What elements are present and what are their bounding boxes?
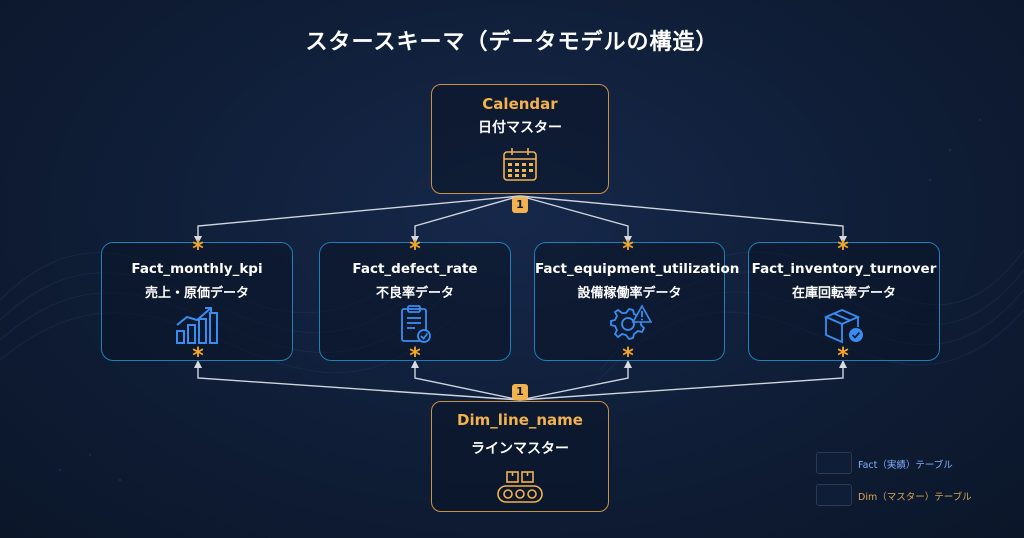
link-calendar-fact3 (519, 195, 632, 244)
fact-monthly-kpi-box: Fact_monthly_kpi 売上・原価データ (101, 242, 293, 361)
gear-alert-icon (609, 304, 652, 341)
fact-name: Fact_inventory_turnover (751, 261, 937, 277)
fact-name: Fact_monthly_kpi (131, 261, 263, 277)
fact-equipment-utilization-box: Fact_equipment_utilization 設備稼働率データ (534, 242, 740, 361)
legend-fact-swatch (816, 452, 852, 474)
link-line-fact2 (411, 360, 521, 401)
link-calendar-fact4 (519, 195, 847, 244)
fact-name: Fact_equipment_utilization (535, 261, 740, 277)
line-one-badge: 1 (512, 384, 528, 400)
calendar-name: Calendar (482, 95, 558, 113)
calendar-one-badge: 1 (512, 197, 528, 213)
fact-label: 売上・原価データ (144, 286, 249, 301)
fact-inventory-turnover-box: Fact_inventory_turnover 在庫回転率データ (748, 242, 940, 361)
line-label: ラインマスター (471, 441, 569, 457)
legend-fact-label: Fact（実績）テーブル (858, 460, 953, 471)
many-marker: * (622, 237, 634, 262)
calendar-icon (503, 148, 537, 181)
legend-dim-label: Dim（マスター）テーブル (858, 492, 972, 503)
calendar-label: 日付マスター (478, 120, 562, 136)
conveyor-icon (497, 471, 543, 503)
fact-label: 在庫回転率データ (791, 286, 896, 301)
many-marker: * (409, 237, 421, 262)
line-dimension-box: Dim_line_name ラインマスター (431, 401, 609, 512)
fact-label: 設備稼働率データ (577, 286, 682, 301)
line-name: Dim_line_name (457, 411, 583, 429)
link-calendar-fact2 (411, 195, 521, 244)
many-marker: * (837, 237, 849, 262)
many-marker: * (837, 344, 849, 369)
many-marker: * (192, 344, 204, 369)
growth-chart-icon (176, 307, 218, 344)
link-line-fact1 (194, 360, 521, 401)
many-marker: * (192, 237, 204, 262)
fact-label: 不良率データ (375, 286, 454, 301)
legend-dim-swatch (816, 484, 852, 506)
calendar-dimension-box: Calendar 日付マスター (431, 84, 609, 194)
many-marker: * (622, 344, 634, 369)
link-calendar-fact1 (194, 195, 521, 244)
diagram-title: スタースキーマ（データモデルの構造） (305, 30, 719, 55)
inventory-box-icon (823, 309, 863, 344)
clipboard-check-icon (401, 305, 431, 343)
link-line-fact4 (519, 360, 847, 401)
link-line-fact3 (519, 360, 632, 401)
fact-name: Fact_defect_rate (352, 261, 478, 277)
fact-defect-rate-box: Fact_defect_rate 不良率データ (319, 242, 511, 361)
many-marker: * (409, 344, 421, 369)
